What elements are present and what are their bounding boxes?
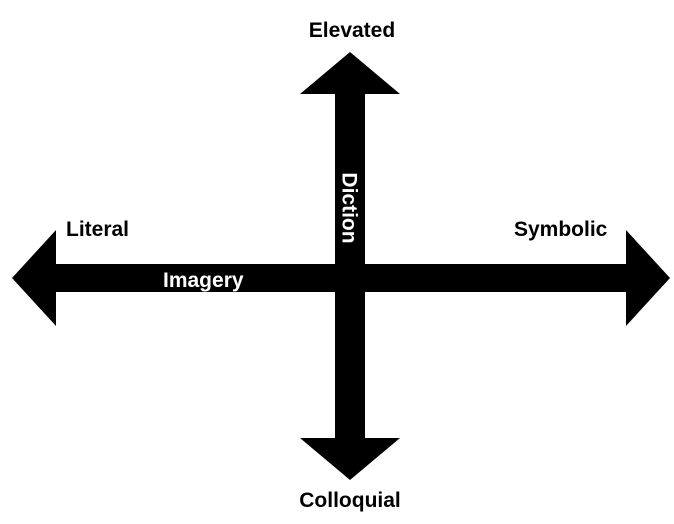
top-pole-label: Elevated <box>308 19 396 42</box>
left-pole-label: Literal <box>66 218 130 241</box>
vertical-axis-name: Diction <box>337 172 361 244</box>
horizontal-axis-name: Imagery <box>163 269 244 292</box>
right-pole-label: Symbolic <box>514 218 608 241</box>
vertical-double-arrow <box>300 52 400 480</box>
bottom-pole-label: Colloquial <box>299 489 401 512</box>
